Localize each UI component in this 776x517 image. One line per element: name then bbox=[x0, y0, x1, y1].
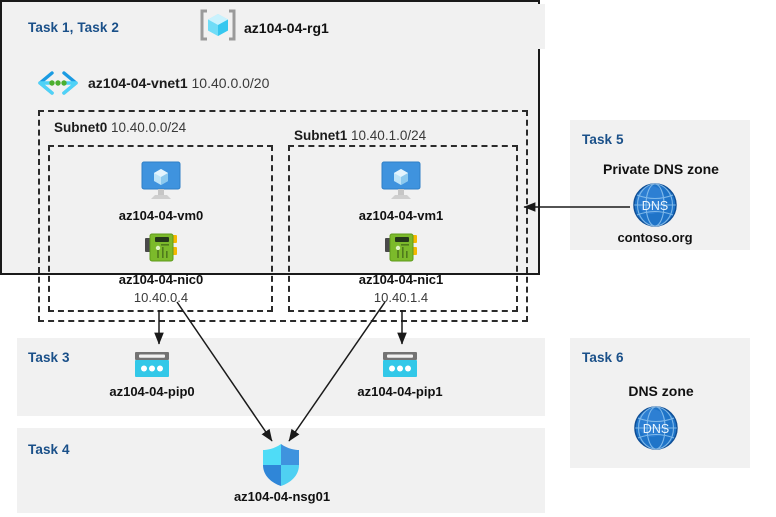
private-dns-zone-name: contoso.org bbox=[617, 230, 693, 245]
subnet0-box bbox=[48, 145, 273, 312]
vnet-address-space-box bbox=[38, 110, 528, 322]
public-ip-icon[interactable] bbox=[381, 350, 419, 380]
public-ip-icon[interactable] bbox=[133, 350, 171, 380]
virtual-network-icon bbox=[36, 70, 80, 96]
subnet0-header: Subnet0 10.40.0.0/24 bbox=[54, 120, 186, 135]
subnet1-header: Subnet1 10.40.1.0/24 bbox=[294, 128, 426, 143]
dns-zone-title: DNS zone bbox=[628, 383, 694, 399]
task-label-1-2: Task 1, Task 2 bbox=[28, 20, 119, 35]
dns-zone-icon[interactable]: DNS bbox=[632, 182, 678, 228]
nic1-label: az104-04-nic1 bbox=[358, 272, 444, 287]
resource-group-panel bbox=[17, 4, 545, 49]
subnet0-name: Subnet0 bbox=[54, 120, 108, 135]
public-ip-panel bbox=[17, 338, 545, 416]
dns-icon-text: DNS bbox=[643, 422, 669, 436]
task-label-4: Task 4 bbox=[28, 442, 70, 457]
vm1-label: az104-04-vm1 bbox=[358, 208, 444, 223]
subnet1-cidr: 10.40.1.0/24 bbox=[351, 128, 427, 143]
task-label-6: Task 6 bbox=[582, 350, 624, 365]
nsg-label: az104-04-nsg01 bbox=[233, 489, 331, 504]
task-label-3: Task 3 bbox=[28, 350, 70, 365]
nic1-ip: 10.40.1.4 bbox=[373, 290, 429, 305]
resource-group-name: az104-04-rg1 bbox=[244, 20, 329, 36]
nic0-ip: 10.40.0.4 bbox=[133, 290, 189, 305]
subnet0-cidr: 10.40.0.0/24 bbox=[111, 120, 187, 135]
subnet1-box bbox=[288, 145, 518, 312]
network-security-group-icon[interactable] bbox=[261, 443, 301, 487]
virtual-machine-icon[interactable] bbox=[138, 160, 184, 202]
pip0-label: az104-04-pip0 bbox=[109, 384, 195, 399]
nic0-label: az104-04-nic0 bbox=[118, 272, 204, 287]
vnet-header: az104-04-vnet1 10.40.0.0/20 bbox=[88, 75, 269, 91]
pip1-label: az104-04-pip1 bbox=[357, 384, 443, 399]
vnet-cidr: 10.40.0.0/20 bbox=[191, 75, 270, 91]
vm0-label: az104-04-vm0 bbox=[118, 208, 204, 223]
vnet-name: az104-04-vnet1 bbox=[88, 75, 188, 91]
virtual-machine-icon[interactable] bbox=[378, 160, 424, 202]
dns-icon-text: DNS bbox=[642, 199, 668, 213]
network-interface-icon[interactable] bbox=[143, 230, 179, 266]
task-label-5: Task 5 bbox=[582, 132, 624, 147]
private-dns-zone-title: Private DNS zone bbox=[603, 161, 719, 177]
network-interface-icon[interactable] bbox=[383, 230, 419, 266]
dns-zone-icon[interactable]: DNS bbox=[633, 405, 679, 451]
subnet1-name: Subnet1 bbox=[294, 128, 348, 143]
resource-group-icon bbox=[200, 8, 236, 42]
